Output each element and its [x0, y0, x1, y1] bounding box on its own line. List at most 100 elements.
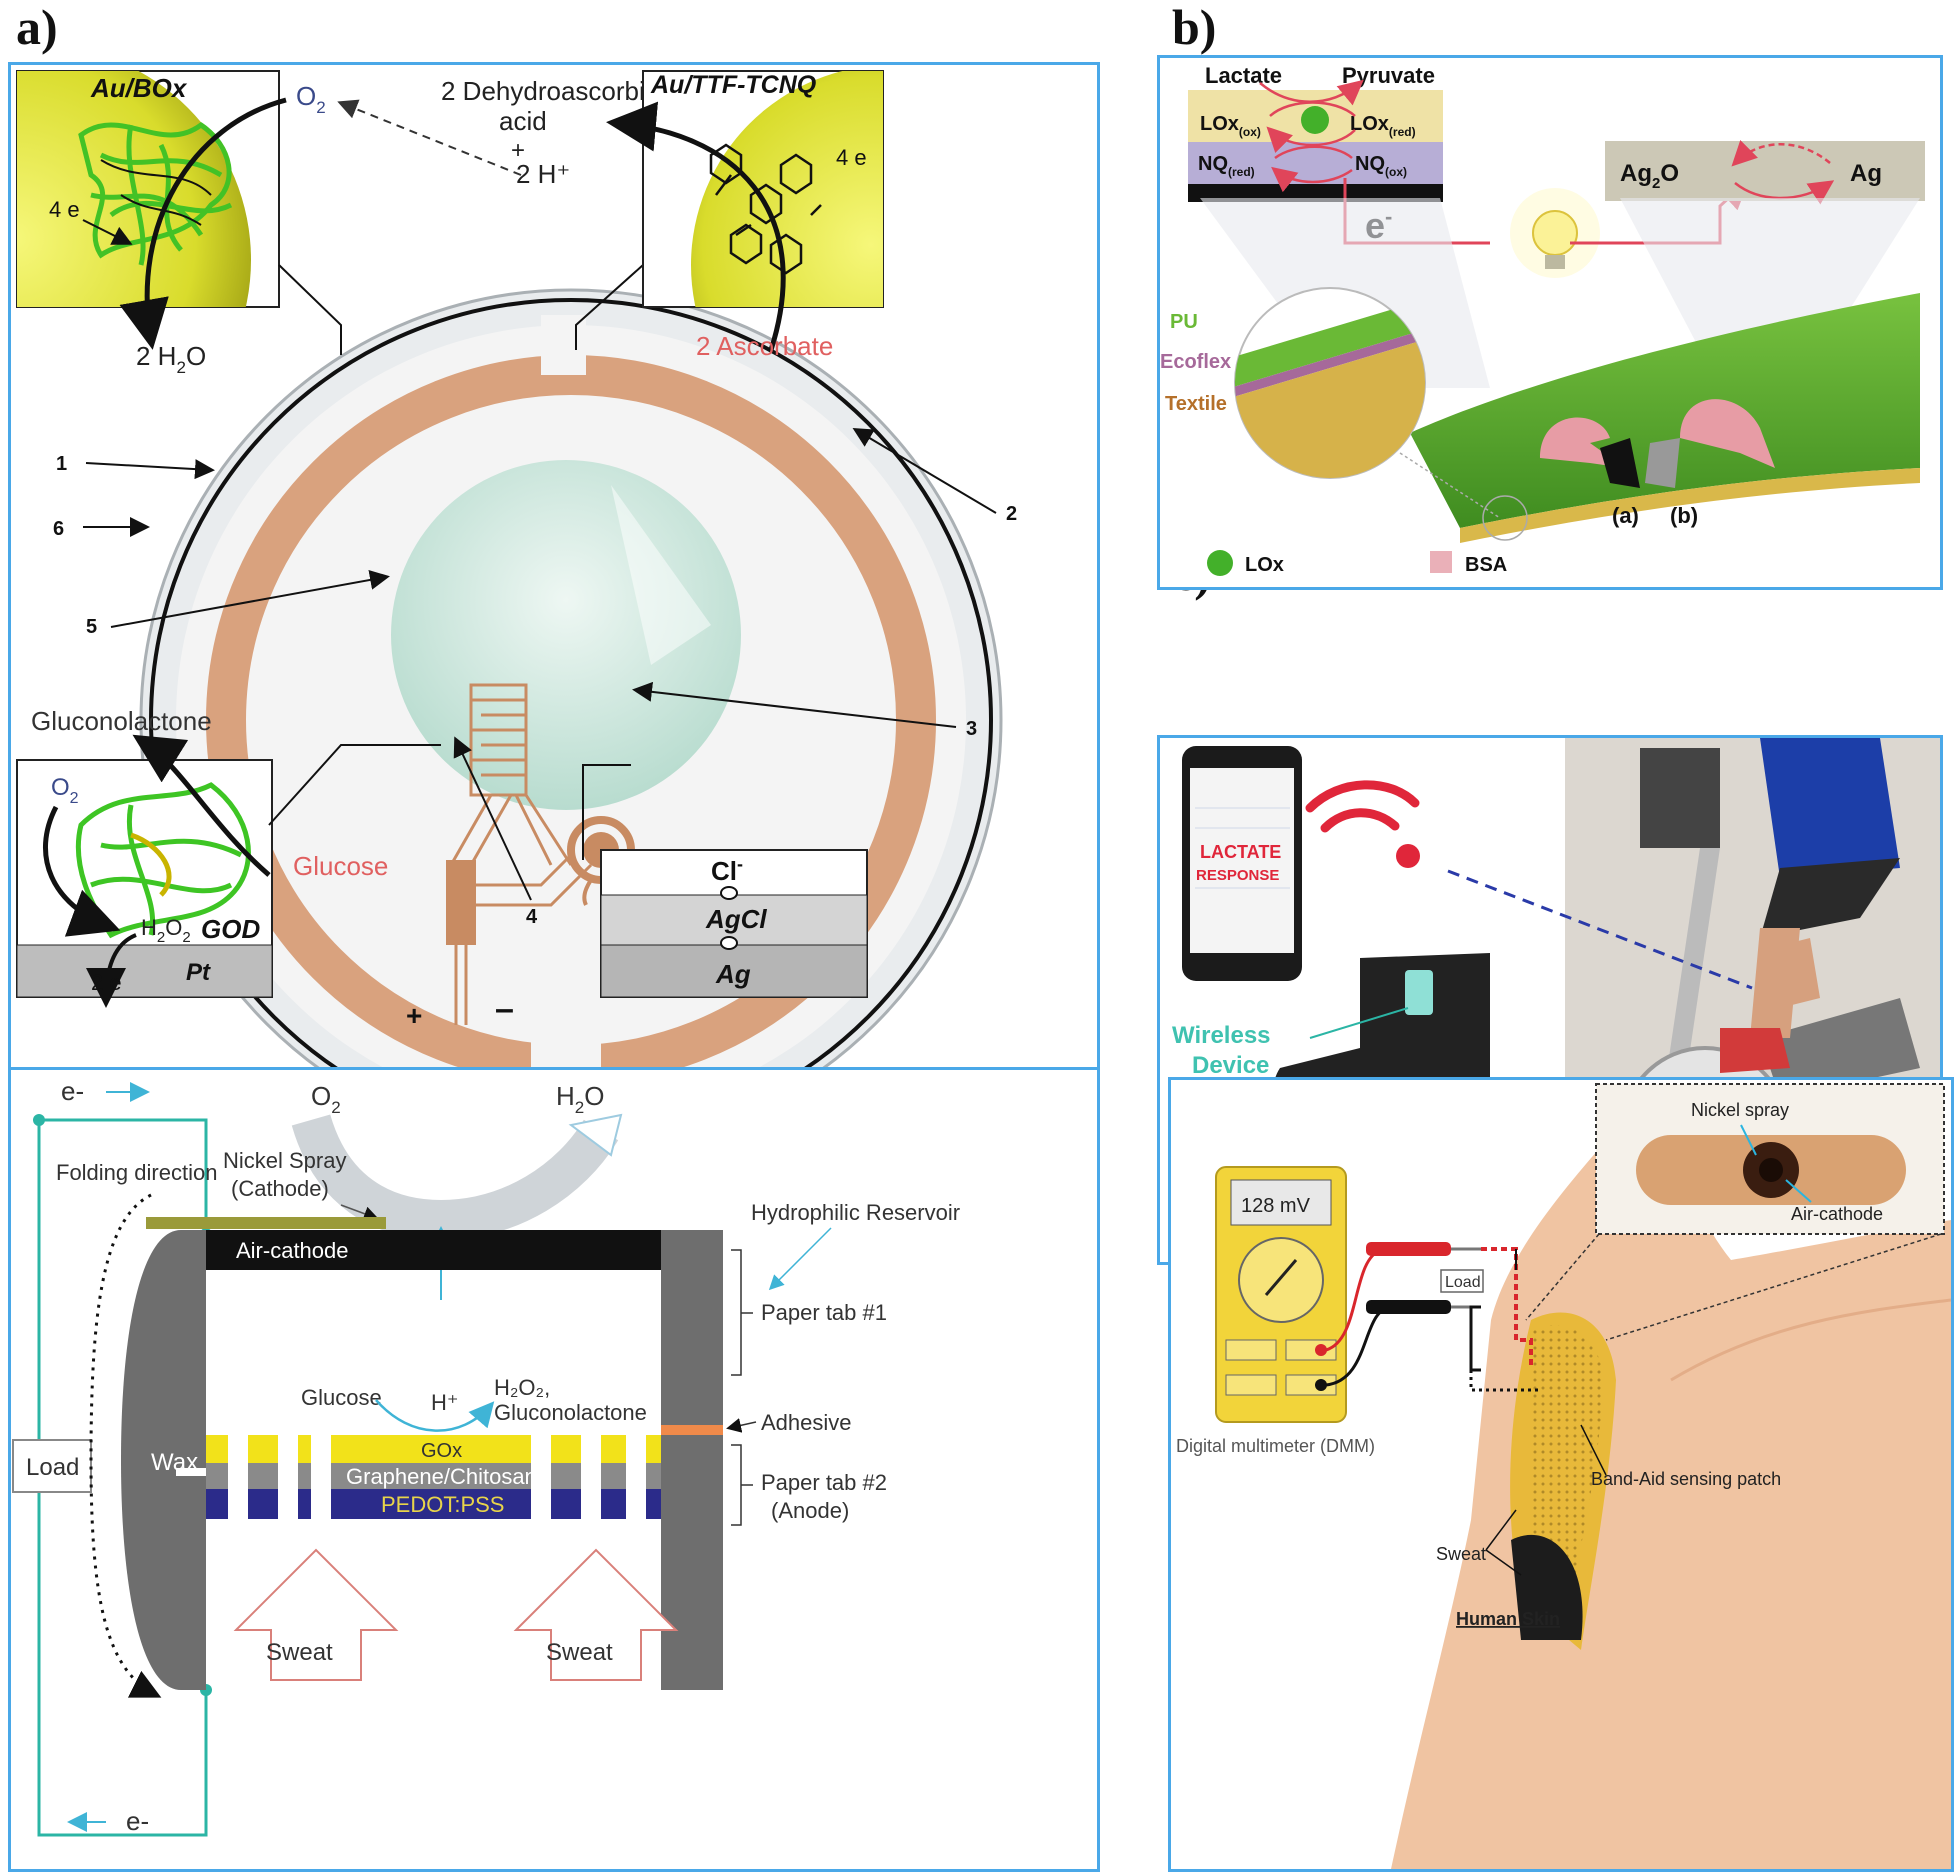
panel-label-a: a): [16, 0, 58, 55]
label-1: 1: [56, 453, 67, 475]
phone-lactate-text: LACTATE: [1200, 842, 1281, 862]
ecoflex-label: Ecoflex: [1160, 351, 1231, 373]
pu-label: PU: [1170, 311, 1198, 333]
agcl-label: AgCl: [705, 904, 767, 934]
panel-a-diagram: + – Au/BOx 4 e O2 2 H2O 2 Dehydroascorbi…: [16, 70, 1017, 1152]
human-skin-label: Human Skin: [1456, 1609, 1560, 1629]
ag2o-label: Ag2O: [1620, 160, 1679, 192]
label-2: 2: [1006, 503, 1017, 525]
textile-substrate: [1410, 293, 1920, 528]
o2-reduction-arrow: [119, 97, 287, 350]
nickel-spray-label: Nickel Spray: [223, 1148, 346, 1173]
hand-and-arm: [1391, 1100, 1951, 1869]
bsa-legend-label: BSA: [1465, 554, 1507, 576]
ag-cathode-label: Ag: [1850, 160, 1882, 187]
wireless-device: [1405, 970, 1433, 1015]
panel-d-paper-biofuel-cell: e- e- Load Folding direction O2 H2O Nick…: [8, 1067, 1100, 1872]
graphene-label: Graphene/Chitosan: [346, 1464, 537, 1489]
label-6: 6: [53, 518, 64, 540]
plus-label: +: [511, 137, 525, 164]
gluconolactone-label: Gluconolactone: [494, 1400, 647, 1425]
label-3: 3: [966, 718, 977, 740]
lox-enzyme-icon: [1301, 106, 1329, 134]
panel-b-textile-lactate-biofuel-cell: Lactate Pyruvate LOx(ox) LOx(red) NQ(red…: [1157, 55, 1943, 590]
god-o2-label: O2: [51, 774, 79, 807]
dehydroascorbic-line2: acid: [499, 106, 547, 136]
protons-label: 2 H⁺: [516, 159, 570, 189]
panel-b-diagram: Lactate Pyruvate LOx(ox) LOx(red) NQ(red…: [1160, 63, 1925, 576]
pt-label: Pt: [186, 959, 211, 986]
cathode-minus-sign: –: [495, 990, 514, 1028]
h2o2-label: H₂O₂,: [494, 1375, 550, 1400]
ascorbate-oxidation-arrow: [606, 101, 786, 351]
water-label: H2O: [556, 1081, 604, 1117]
electron-bottom-label: e-: [126, 1806, 149, 1836]
ascorbate-label: 2 Ascorbate: [696, 331, 833, 361]
phone-response-text: RESPONSE: [1196, 867, 1279, 884]
electrode-b-tag: (b): [1670, 503, 1698, 528]
nickel-cathode-label: (Cathode): [231, 1176, 329, 1201]
gox-label: GOx: [421, 1440, 462, 1462]
panel-e-diagram: Nickel spray Air-cathode 128 mV Digital …: [1176, 1083, 1951, 1869]
wifi-icon: [1305, 780, 1420, 833]
load-label: Load: [26, 1454, 79, 1481]
load-box: [12, 1439, 92, 1493]
anode-label: (Anode): [771, 1498, 849, 1523]
load-box: [1440, 1269, 1484, 1293]
red-probe: [1366, 1242, 1451, 1256]
load-label: Load: [1445, 1274, 1481, 1291]
hydrophilic-reservoir-label: Hydrophilic Reservoir: [751, 1200, 960, 1225]
lox-ox-label: LOx(ox): [1200, 113, 1261, 139]
proton-label: H⁺: [431, 1390, 459, 1415]
sweat-label-left: Sweat: [266, 1639, 333, 1666]
pedot-label: PEDOT:PSS: [381, 1492, 504, 1517]
nickel-spray-label: Nickel spray: [1691, 1100, 1789, 1120]
dehydroascorbic-line1: 2 Dehydroascorbic: [441, 76, 658, 106]
glucose-label: Glucose: [301, 1385, 382, 1410]
folding-direction-label: Folding direction: [56, 1160, 217, 1185]
pt-layer: [16, 944, 273, 998]
nq-red-label: NQ(red): [1198, 153, 1255, 179]
h2o2-label: H2O2: [141, 915, 191, 946]
lox-red-label: LOx(red): [1350, 113, 1416, 139]
lox-legend-icon: [1207, 550, 1233, 576]
au-ttf-tcnq-label: Au/TTF-TCNQ: [650, 71, 817, 99]
air-cathode-label: Air-cathode: [236, 1238, 349, 1263]
textile-label: Textile: [1165, 393, 1227, 415]
paper-tab2-label: Paper tab #2: [761, 1470, 887, 1495]
electrode-a-tag: (a): [1612, 503, 1639, 528]
dmm-reading: 128 mV: [1241, 1195, 1311, 1217]
chloride-label: Cl-: [711, 854, 743, 886]
glucose-label: Glucose: [293, 851, 388, 881]
electrode-b: [1680, 399, 1775, 468]
label-4: 4: [526, 906, 538, 928]
water-label: 2 H2O: [136, 341, 206, 377]
air-cathode-layer: [206, 1230, 661, 1270]
panel-d-diagram: e- e- Load Folding direction O2 H2O Nick…: [12, 1076, 960, 1837]
ag-label: Ag: [715, 959, 751, 989]
electron-top-label: e-: [61, 1076, 84, 1106]
anode-plus-sign: +: [406, 1000, 422, 1031]
panel-e-band-aid-patch: Nickel spray Air-cathode 128 mV Digital …: [1168, 1077, 1954, 1872]
panel-a-contact-lens-biofuel-cell: + – Au/BOx 4 e O2 2 H2O 2 Dehydroascorbi…: [8, 62, 1100, 1262]
band-aid-label: Band-Aid sensing patch: [1591, 1469, 1781, 1489]
sweat-label-right: Sweat: [546, 1639, 613, 1666]
wireless-label-line2: Device: [1192, 1052, 1269, 1079]
sweat-arrow-left: [233, 1548, 399, 1681]
sweat-arrow-right: [513, 1548, 679, 1681]
pyruvate-label: Pyruvate: [1342, 63, 1435, 88]
paper-tab1-label: Paper tab #1: [761, 1300, 887, 1325]
wireless-label-line1: Wireless: [1172, 1022, 1271, 1049]
adhesive-label: Adhesive: [761, 1410, 852, 1435]
black-probe: [1366, 1300, 1451, 1314]
nq-ox-label: NQ(ox): [1355, 153, 1407, 179]
air-cathode-label: Air-cathode: [1791, 1204, 1883, 1224]
gluconolactone-label: Gluconolactone: [31, 706, 212, 736]
chip: [446, 860, 476, 945]
four-electrons-label: 4 e: [49, 197, 80, 222]
label-5: 5: [86, 616, 97, 638]
electrode-substrate: [1188, 184, 1443, 202]
bsa-legend-icon: [1430, 551, 1452, 573]
au-box-label: Au/BOx: [90, 73, 188, 103]
lox-legend-label: LOx: [1245, 554, 1284, 576]
